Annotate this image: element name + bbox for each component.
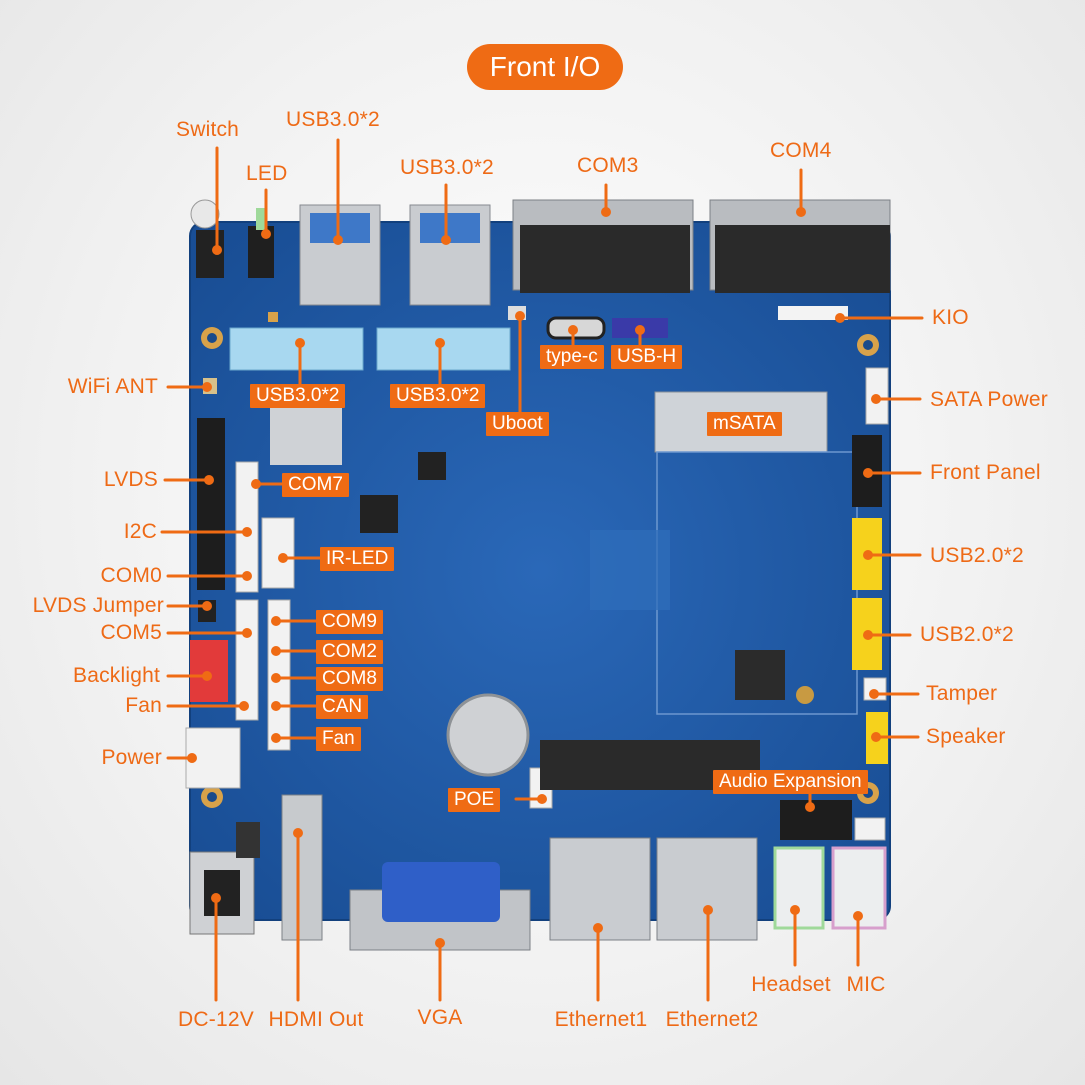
label-lvds: LVDS (103, 468, 158, 491)
label-front-panel: Front Panel (930, 461, 1041, 484)
tag-fan-header: Fan (316, 727, 361, 751)
label-switch: Switch (176, 118, 240, 141)
tag-com7: COM7 (282, 473, 349, 497)
usb30-header-a (229, 327, 364, 371)
label-com4: COM4 (770, 139, 832, 162)
page-title: Front I/O (467, 44, 623, 90)
tag-usb30-header-b: USB3.0*2 (390, 384, 486, 408)
label-sata-power: SATA Power (930, 388, 1048, 411)
label-vga: VGA (417, 1006, 463, 1029)
label-led: LED (246, 162, 288, 185)
label-speaker: Speaker (926, 725, 1006, 748)
label-usb30-top-b: USB3.0*2 (400, 156, 494, 179)
tag-com9: COM9 (316, 610, 383, 634)
label-backlight: Backlight (72, 664, 160, 687)
label-power: Power (101, 746, 162, 769)
label-ethernet2: Ethernet2 (665, 1008, 759, 1031)
label-mic: MIC (846, 973, 886, 996)
label-com3: COM3 (577, 154, 639, 177)
label-com0: COM0 (100, 564, 162, 587)
tag-uboot: Uboot (486, 412, 549, 436)
headset-jack (773, 846, 825, 930)
tag-type-c: type-c (540, 345, 604, 369)
label-lvds-jumper: LVDS Jumper (32, 594, 164, 617)
label-hdmi-out: HDMI Out (268, 1008, 364, 1031)
tag-com2: COM2 (316, 640, 383, 664)
backlight-header (190, 640, 228, 702)
tag-ir-led: IR-LED (320, 547, 395, 571)
tag-usb-h: USB-H (611, 345, 683, 369)
tag-can: CAN (316, 695, 369, 719)
tag-com8: COM8 (316, 667, 383, 691)
ethernet1-jack (549, 837, 651, 941)
wifi-module (270, 405, 342, 465)
label-i2c: I2C (123, 520, 157, 543)
label-wifi-ant: WiFi ANT (67, 375, 158, 398)
lvds-header (197, 418, 225, 590)
audio-expansion-header (780, 800, 852, 840)
label-ethernet1: Ethernet1 (554, 1008, 648, 1031)
tag-usb30-header-a: USB3.0*2 (250, 384, 346, 408)
tag-poe: POE (448, 788, 501, 812)
label-tamper: Tamper (926, 682, 998, 705)
tag-msata: mSATA (707, 412, 782, 436)
label-usb20-a: USB2.0*2 (930, 544, 1024, 567)
leader-lines (160, 138, 924, 1002)
label-usb30-top-a: USB3.0*2 (286, 108, 380, 131)
label-headset: Headset (751, 973, 831, 996)
label-kio: KIO (932, 306, 969, 329)
label-dc12v: DC-12V (178, 1008, 254, 1031)
cpu-chip (735, 650, 785, 700)
usb30-header-b (376, 327, 511, 371)
label-com5: COM5 (100, 621, 162, 644)
tag-audio-expansion: Audio Expansion (713, 770, 868, 794)
hdmi-connector (281, 794, 323, 941)
label-fan-left: Fan (125, 694, 162, 717)
label-usb20-b: USB2.0*2 (920, 623, 1014, 646)
rtc-battery (446, 693, 530, 777)
